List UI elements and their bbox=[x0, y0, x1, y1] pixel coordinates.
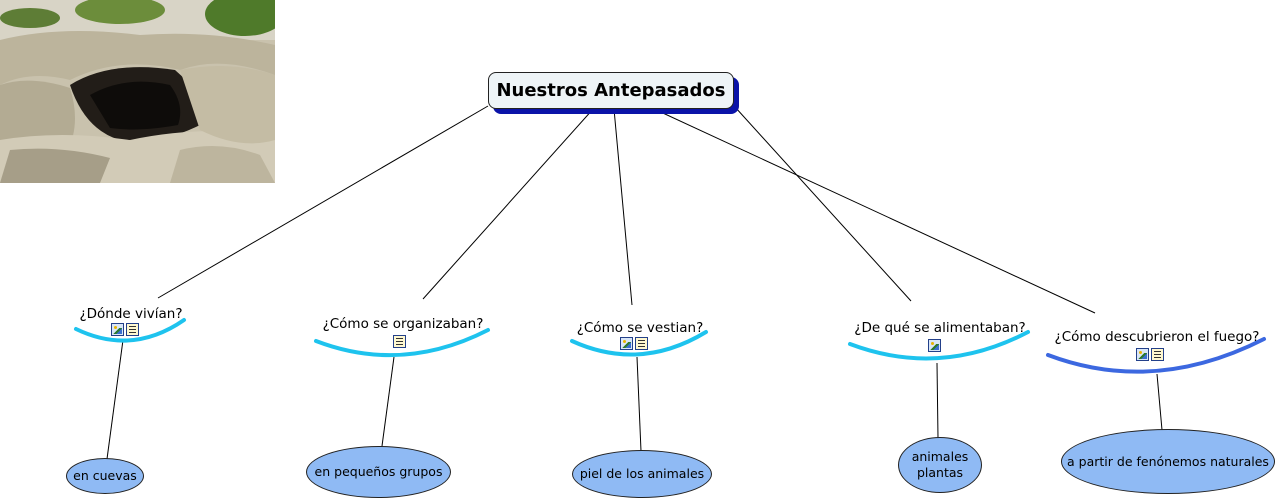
arc-4 bbox=[848, 330, 1030, 361]
question-text-1: ¿Dónde vivían? bbox=[79, 306, 183, 322]
question-text-5: ¿Cómo descubrieron el fuego? bbox=[1054, 329, 1260, 345]
connector-root-q5 bbox=[651, 107, 1096, 314]
document-icon[interactable] bbox=[126, 323, 139, 336]
connector-q4-a4 bbox=[936, 362, 939, 439]
connector-q1-a1 bbox=[106, 339, 124, 460]
image-icon[interactable] bbox=[111, 323, 124, 336]
document-icon[interactable] bbox=[635, 337, 648, 350]
question-node-2[interactable]: ¿Cómo se organizaban? bbox=[312, 316, 494, 364]
question-node-4[interactable]: ¿De qué se alimentaban? bbox=[846, 320, 1034, 366]
connector-q2-a2 bbox=[381, 356, 395, 447]
image-icon[interactable] bbox=[928, 339, 941, 352]
arc-2 bbox=[314, 328, 490, 358]
arc-5 bbox=[1046, 337, 1266, 374]
root-title: Nuestros Antepasados bbox=[496, 80, 726, 101]
connector-root-q3 bbox=[613, 108, 633, 306]
root-node[interactable]: Nuestros Antepasados bbox=[488, 72, 734, 109]
answer-text-3: piel de los animales bbox=[579, 466, 705, 481]
arc-1 bbox=[74, 318, 186, 343]
answer-node-4[interactable]: animales plantas bbox=[898, 437, 982, 493]
image-icon[interactable] bbox=[1136, 348, 1149, 361]
question-node-5[interactable]: ¿Cómo descubrieron el fuego? bbox=[1044, 329, 1270, 379]
document-icon[interactable] bbox=[1151, 348, 1164, 361]
answer-node-2[interactable]: en pequeños grupos bbox=[306, 446, 451, 498]
answer-node-3[interactable]: piel de los animales bbox=[572, 450, 712, 498]
question-text-4: ¿De qué se alimentaban? bbox=[854, 320, 1026, 336]
arc-3 bbox=[570, 330, 708, 357]
answer-text-2: en pequeños grupos bbox=[314, 464, 443, 479]
answer-text-4: animales plantas bbox=[911, 449, 969, 480]
document-icon[interactable] bbox=[393, 335, 406, 348]
answer-text-5: a partir de fenónemos naturales bbox=[1067, 453, 1269, 469]
question-node-3[interactable]: ¿Cómo se vestian? bbox=[568, 320, 712, 360]
answer-node-5[interactable]: a partir de fenónemos naturales bbox=[1061, 429, 1275, 494]
answer-text-1: en cuevas bbox=[73, 468, 137, 483]
question-text-3: ¿Cómo se vestian? bbox=[576, 320, 704, 336]
cave-photo bbox=[0, 0, 275, 183]
connector-root-q2 bbox=[422, 107, 595, 300]
connector-q5-a5 bbox=[1156, 373, 1163, 431]
answer-node-1[interactable]: en cuevas bbox=[66, 458, 144, 494]
connector-q3-a3 bbox=[636, 356, 642, 452]
connector-root-q4 bbox=[734, 106, 912, 302]
question-text-2: ¿Cómo se organizaban? bbox=[322, 316, 484, 332]
image-icon[interactable] bbox=[620, 337, 633, 350]
question-node-1[interactable]: ¿Dónde vivían? bbox=[72, 306, 190, 346]
